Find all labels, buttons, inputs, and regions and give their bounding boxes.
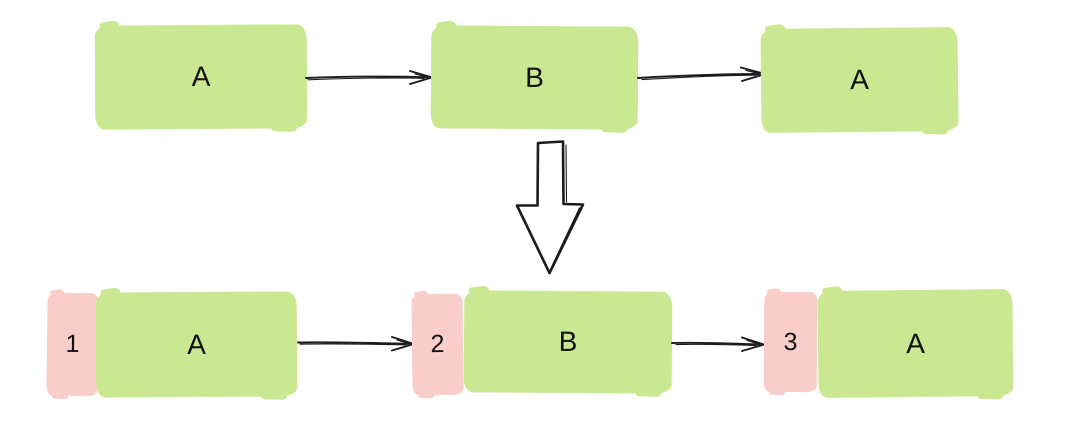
- arrow-right-icon[interactable]: [292, 330, 420, 358]
- tag-2[interactable]: 2: [411, 293, 464, 396]
- arrow-right-icon[interactable]: [634, 60, 770, 90]
- node-top-a-left[interactable]: A: [94, 24, 308, 130]
- node-bottom-a-right[interactable]: A: [817, 288, 1014, 399]
- down-arrow-outline-icon[interactable]: [505, 135, 595, 280]
- node-label: A: [905, 327, 926, 359]
- node-bottom-b[interactable]: B: [463, 290, 673, 394]
- node-label: A: [849, 63, 870, 96]
- arrow-right-icon[interactable]: [302, 64, 438, 92]
- node-top-a-right[interactable]: A: [760, 26, 959, 134]
- node-top-b[interactable]: B: [430, 25, 639, 130]
- tag-3[interactable]: 3: [763, 291, 818, 393]
- node-label: A: [191, 60, 211, 93]
- tag-label: 3: [783, 327, 798, 356]
- tag-label: 2: [430, 329, 445, 359]
- node-label: B: [558, 325, 578, 358]
- node-label: B: [525, 61, 544, 93]
- node-bottom-a-left[interactable]: A: [95, 291, 298, 398]
- node-label: A: [187, 328, 206, 360]
- tag-1[interactable]: 1: [46, 292, 99, 397]
- tag-label: 1: [65, 329, 80, 359]
- arrow-right-icon[interactable]: [666, 331, 768, 359]
